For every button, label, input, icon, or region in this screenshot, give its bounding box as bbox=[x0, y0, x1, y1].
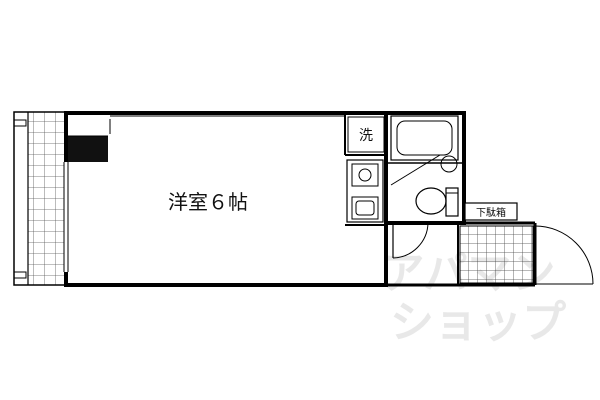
entrance-door bbox=[534, 225, 594, 285]
entrance-floor bbox=[459, 225, 534, 284]
bathtub bbox=[390, 115, 459, 161]
washer-label: 洗 bbox=[359, 128, 373, 144]
shoe-box-label: 下駄箱 bbox=[476, 206, 506, 219]
bath-door bbox=[392, 222, 429, 259]
washer-space: 洗 bbox=[347, 116, 385, 153]
watermark-line2: ショップ bbox=[390, 297, 566, 348]
walls bbox=[63, 111, 537, 287]
balcony bbox=[13, 111, 67, 286]
room-label: 洋室６帖 bbox=[168, 190, 248, 214]
closet bbox=[68, 136, 108, 162]
toilet bbox=[390, 154, 459, 217]
kitchen bbox=[346, 159, 384, 223]
shoe-box: 下駄箱 bbox=[464, 202, 518, 221]
